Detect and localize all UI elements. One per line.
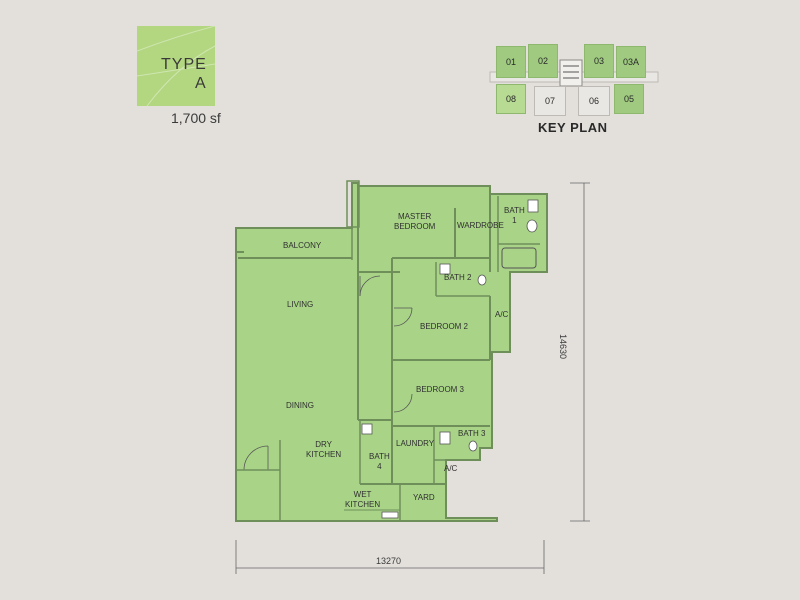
key-unit-07: 07 bbox=[534, 86, 566, 116]
unit-type-label: TYPE bbox=[161, 56, 207, 73]
room-bath1-line2: 1 bbox=[512, 216, 517, 225]
key-unit-03a: 03A bbox=[616, 46, 646, 78]
key-unit-08: 08 bbox=[496, 84, 526, 114]
room-master-bedroom-line1: MASTER bbox=[398, 212, 432, 221]
room-yard: YARD bbox=[413, 493, 435, 502]
room-bath1: BATH 1 bbox=[504, 206, 525, 226]
key-unit-03: 03 bbox=[584, 44, 614, 78]
room-balcony: BALCONY bbox=[283, 241, 322, 250]
room-bedroom3: BEDROOM 3 bbox=[416, 385, 465, 394]
room-dining: DINING bbox=[286, 401, 314, 410]
unit-type-letter: A bbox=[195, 75, 206, 92]
key-plan-title: KEY PLAN bbox=[538, 120, 608, 135]
room-bath4: BATH 4 bbox=[369, 452, 390, 472]
room-master-bedroom: MASTER BEDROOM bbox=[394, 212, 435, 232]
room-ac-bottom: A/C bbox=[444, 464, 458, 473]
room-wardrobe: WARDROBE bbox=[457, 221, 504, 230]
room-dry-kitchen-line2: KITCHEN bbox=[306, 450, 342, 459]
room-bath4-line1: BATH bbox=[369, 452, 390, 461]
dimension-lines bbox=[235, 182, 590, 574]
room-ac-top: A/C bbox=[495, 310, 509, 319]
room-living: LIVING bbox=[287, 300, 314, 309]
room-bedroom2: BEDROOM 2 bbox=[420, 322, 469, 331]
unit-area: 1,700 sf bbox=[171, 110, 221, 126]
key-unit-01: 01 bbox=[496, 46, 526, 78]
unit-type-badge: TYPE A bbox=[137, 26, 215, 106]
key-unit-05: 05 bbox=[614, 84, 644, 114]
key-unit-02: 02 bbox=[528, 44, 558, 78]
room-bath1-line1: BATH bbox=[504, 206, 525, 215]
room-bath4-line2: 4 bbox=[377, 462, 382, 471]
room-bath2: BATH 2 bbox=[444, 273, 472, 282]
room-wet-kitchen-line1: WET bbox=[353, 490, 372, 499]
badge-decor-lines bbox=[137, 26, 215, 106]
room-dry-kitchen: DRY KITCHEN bbox=[306, 440, 341, 460]
dimension-height: 14630 bbox=[558, 334, 568, 360]
room-wet-kitchen: WET KITCHEN bbox=[345, 490, 380, 510]
key-unit-06: 06 bbox=[578, 86, 610, 116]
room-master-bedroom-line2: BEDROOM bbox=[394, 222, 436, 231]
room-bath3: BATH 3 bbox=[458, 429, 486, 438]
room-dry-kitchen-line1: DRY bbox=[315, 440, 332, 449]
room-laundry: LAUNDRY bbox=[396, 439, 435, 448]
dimension-width: 13270 bbox=[376, 556, 402, 566]
room-wet-kitchen-line2: KITCHEN bbox=[345, 500, 381, 509]
